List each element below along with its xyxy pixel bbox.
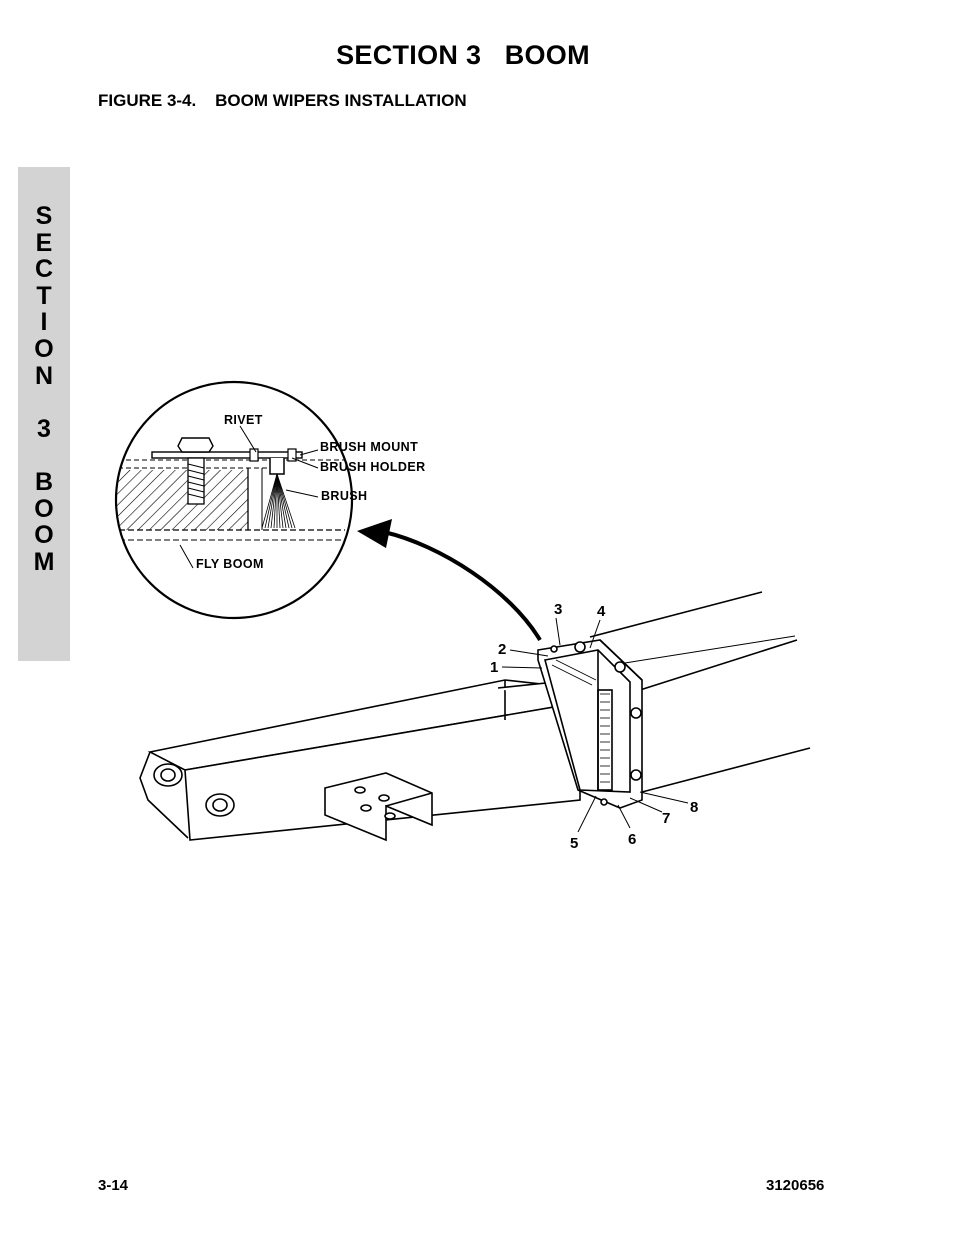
callout-2: 2 [498,641,506,658]
page-number: 3-14 [98,1177,129,1194]
brush-mount-plate [151,451,303,459]
figure-title: FIGURE 3-4. BOOM WIPERS INSTALLATION [98,91,467,110]
label-brush-mount: BRUSH MOUNT [320,440,418,454]
side-tab-letter: 3 [37,414,51,443]
callout-7: 7 [662,810,670,827]
boom-wall-section [116,470,248,530]
bolt-shank [187,457,205,505]
side-tab-letter: O [34,521,54,550]
label-fly-boom: FLY BOOM [196,557,264,571]
rivet [287,448,297,462]
side-tab-letter: T [36,281,52,310]
callout-3: 3 [554,601,562,618]
section-title: SECTION 3 BOOM [336,40,590,70]
side-tab-letter: O [34,494,54,523]
label-brush: BRUSH [321,489,367,503]
brush-bristles [261,473,296,529]
callout-1: 1 [490,659,498,676]
side-tab-letters: S E C T I O N 3 B O O M [18,203,70,575]
detail-circle [114,380,354,620]
boom-assembly [139,591,811,842]
callout-5: 5 [570,835,578,852]
side-tab-letter: O [34,334,54,363]
side-tab-letter: B [34,467,54,496]
section-side-tab[interactable]: S E C T I O N 3 B O O M [18,167,70,661]
callout-4: 4 [597,603,606,620]
rivet [249,448,259,462]
bolt-head [177,437,214,453]
label-rivet: RIVET [224,413,263,427]
detail-arrow [357,519,542,642]
detail-view: RIVET BRUSH MOUNT BRUSH HOLDER BRUSH FLY… [114,380,426,620]
side-tab-letter: M [33,547,55,576]
side-tab-letter: S [35,202,53,230]
brush-holder [269,458,285,475]
callout-8: 8 [690,799,698,816]
callout-6: 6 [628,831,636,848]
side-tab-letter: E [35,228,53,257]
label-brush-holder: BRUSH HOLDER [320,460,426,474]
side-tab-letter: I [40,308,48,337]
document-number: 3120656 [766,1177,825,1194]
side-tab-letter: N [34,361,54,390]
side-tab-letter: C [34,255,54,284]
